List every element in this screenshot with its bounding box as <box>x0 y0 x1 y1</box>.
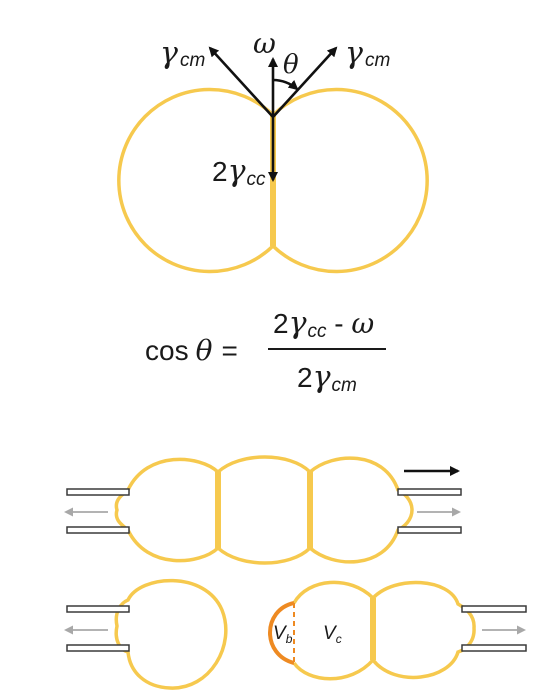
theta-label: θ <box>283 50 299 80</box>
left-cell-outline <box>117 87 275 274</box>
two-gamma-cc-label: 2γcc <box>212 154 266 190</box>
gamma-cm-right-arrow-icon <box>272 46 338 118</box>
pipette-bottom-left-top-micropipette-icon <box>66 605 130 613</box>
pipette-bottom-right-top-micropipette-icon <box>461 605 527 613</box>
pipette-left-bottom-micropipette-icon <box>66 526 130 534</box>
pipette-right-bottom-micropipette-icon <box>397 526 462 534</box>
vc-label: Vc <box>323 623 342 646</box>
bleb-outline <box>268 601 295 665</box>
equation-numerator: 2γcc - ω <box>273 306 374 342</box>
separated-pipettes <box>64 605 527 652</box>
vb-label: Vb <box>273 623 293 646</box>
triplet-outline <box>114 455 414 565</box>
force-vectors <box>208 46 338 182</box>
separated-cells <box>114 578 476 690</box>
pipette-bottom-right-bottom-micropipette-icon <box>461 644 527 652</box>
volume-labels: Vb Vc <box>273 623 342 646</box>
doublet-outline <box>292 580 476 681</box>
pipette-left-top-micropipette-icon <box>66 488 130 496</box>
theta-angle-arc <box>272 78 299 91</box>
gamma-cm-left-arrow-icon <box>208 46 274 118</box>
single-cell-outline <box>114 578 228 690</box>
omega-label: ω <box>253 27 276 60</box>
equation-denominator: 2γcm <box>297 360 357 396</box>
pipette-bottom-left-bottom-micropipette-icon <box>66 644 130 652</box>
cell-triplet <box>114 455 414 565</box>
pipette-right-top-micropipette-icon <box>397 488 462 496</box>
triplet-pipettes <box>64 466 462 534</box>
right-cell-outline <box>271 87 429 274</box>
